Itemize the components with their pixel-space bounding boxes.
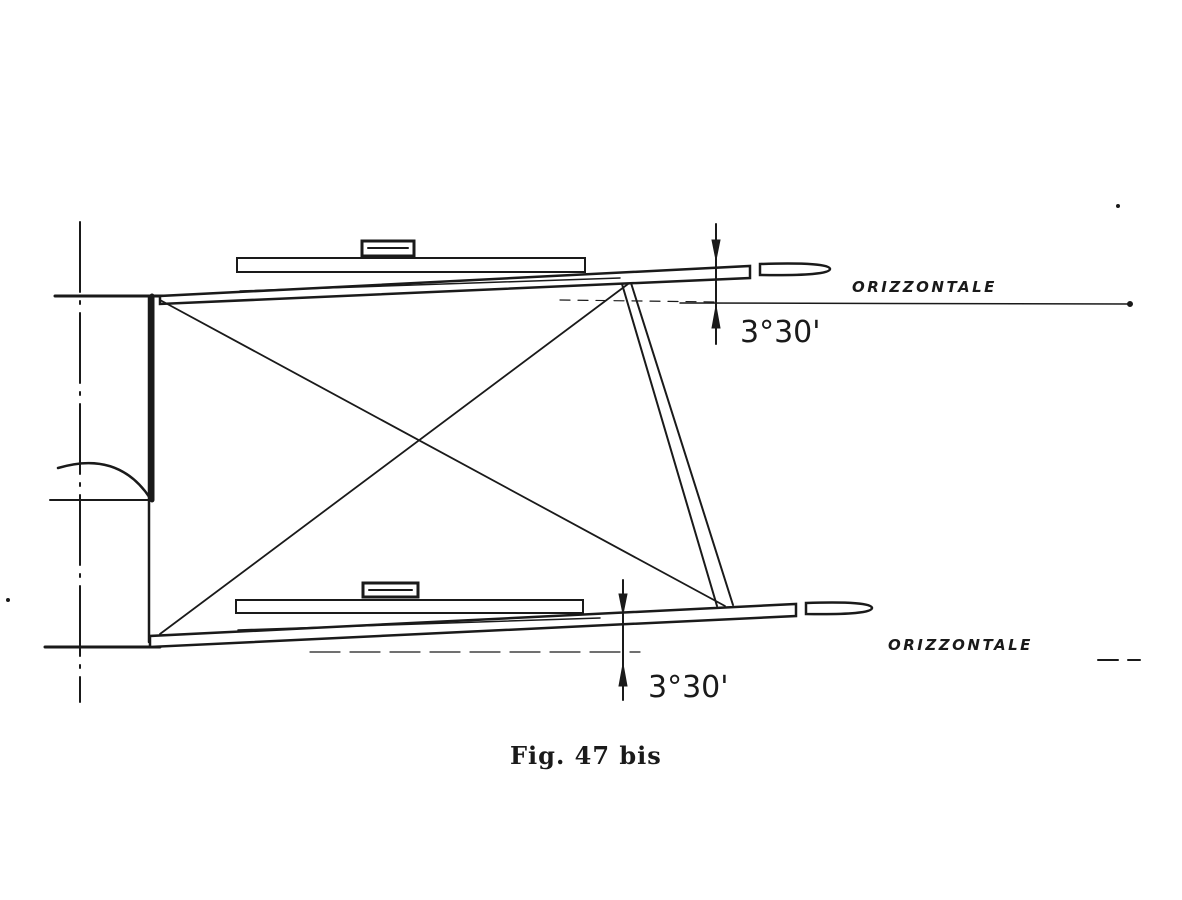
upper-horizontal-line [679, 302, 1131, 305]
figure-caption: Fig. 47 bis [510, 741, 662, 770]
lower-angle-arrow-bottom [618, 663, 628, 687]
angle-label-lower: 3°30' [648, 670, 729, 705]
upper-wing-spar-line [239, 277, 621, 292]
horizontal-label-upper: ORIZZONTALE [852, 278, 997, 296]
lower-wing-spar-line [237, 617, 601, 631]
angle-label-upper: 3°30' [740, 315, 821, 350]
bracing-wire-a [159, 299, 726, 607]
upper-aileron [758, 262, 832, 277]
bracing-wire-b [159, 283, 629, 635]
upper-fairing [236, 257, 586, 273]
lower-wing [148, 602, 798, 649]
upper-angle-arrow-top [711, 239, 721, 261]
interplane-strut-right [630, 282, 734, 606]
speck [6, 598, 10, 602]
interplane-strut-left [621, 283, 718, 607]
upper-hatch [360, 239, 416, 258]
lower-angle-arrow-top [618, 593, 628, 615]
speck [1116, 204, 1120, 208]
fuselage-nose-arc [56, 461, 152, 500]
upper-dashed-reference [559, 299, 721, 303]
lower-aileron [804, 601, 874, 616]
horizontal-label-lower: ORIZZONTALE [888, 636, 1033, 654]
upper-wing [158, 264, 752, 306]
lower-fairing [235, 599, 584, 614]
upper-angle-arrow-bottom [711, 305, 721, 329]
upper-horizontal-end-dot [1127, 301, 1133, 307]
lower-hatch [361, 581, 420, 599]
